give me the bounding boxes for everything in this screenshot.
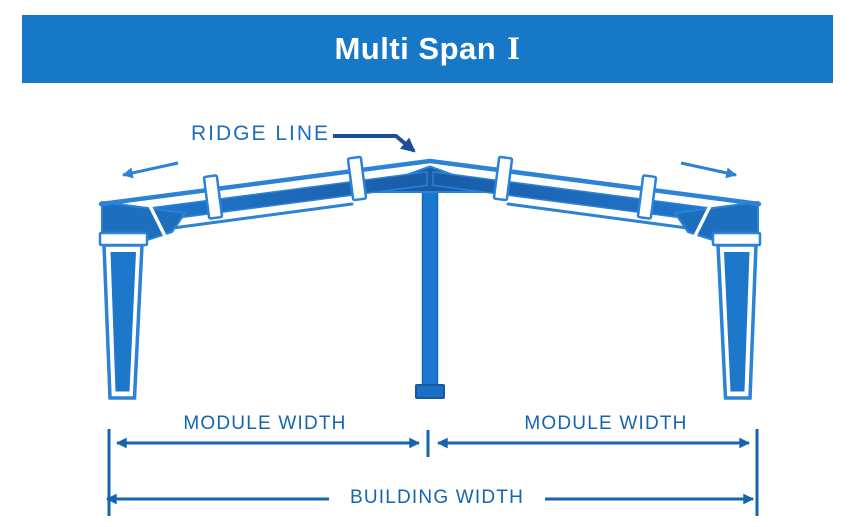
splice-plate-left-inner — [346, 155, 368, 202]
right-slope-arrow-icon — [680, 161, 738, 179]
left-knee-stiffener — [148, 205, 168, 239]
splice-plate-right-inner — [492, 155, 514, 202]
right-knee-stiffener — [692, 205, 712, 239]
right-rafter-bottom-flange — [506, 202, 704, 232]
title-banner: Multi Span I — [22, 15, 833, 83]
page-title: Multi Span I — [334, 31, 520, 68]
right-column-core — [724, 252, 750, 392]
module-width-left-label: MODULE WIDTH — [183, 413, 347, 434]
right-eave-connection-plate — [711, 231, 762, 247]
dimension-lines — [105, 429, 759, 516]
left-column — [98, 231, 149, 400]
splice-plate-right-outer — [636, 174, 658, 220]
center-column-base-plate — [415, 384, 445, 399]
building-width-label: BUILDING WIDTH — [349, 487, 525, 508]
left-eave-connection-plate — [98, 231, 149, 247]
left-rafter-bottom-flange — [156, 202, 354, 232]
left-column-core — [110, 252, 136, 392]
center-column — [415, 177, 445, 399]
ridge-pointer-arrow-icon — [333, 134, 416, 153]
left-slope-arrow-icon — [121, 161, 179, 179]
page-title-text: Multi Span — [334, 30, 497, 66]
page-title-roman-numeral: I — [507, 30, 521, 67]
splice-plate-left-outer — [202, 174, 224, 220]
module-width-right-label: MODULE WIDTH — [524, 413, 688, 434]
center-column-shaft — [421, 177, 439, 387]
ridge-line-label: RIDGE LINE — [191, 122, 331, 145]
right-column — [711, 231, 762, 400]
